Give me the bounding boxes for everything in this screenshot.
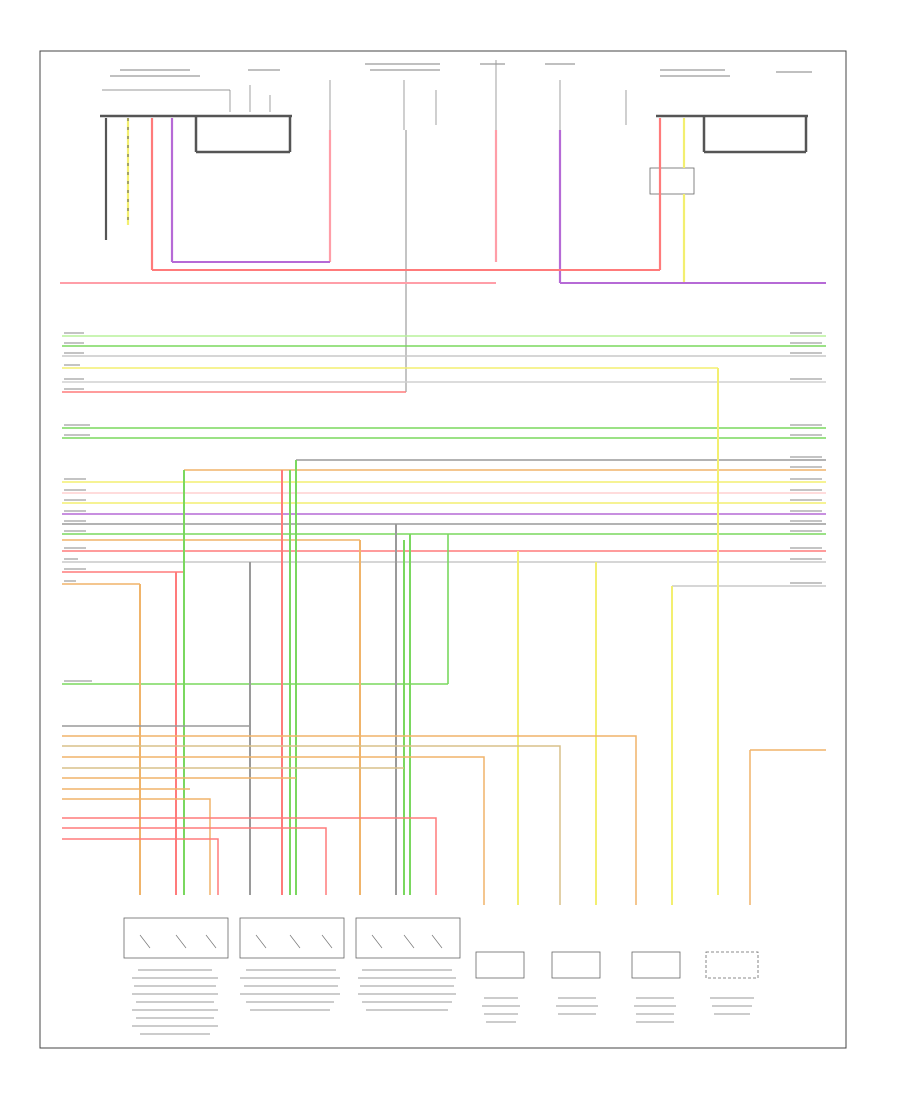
top-left-connector-block (100, 85, 292, 154)
top-label-strokes (110, 63, 812, 77)
bus-left-labels (64, 332, 92, 682)
diagram-frame (39, 50, 847, 1049)
top-right-relay-box (649, 167, 695, 195)
component-sensor-2 (551, 951, 601, 979)
component-center-left-seat-module (239, 917, 345, 959)
top-vertical-wires (104, 118, 686, 392)
top-power-wires (60, 261, 826, 284)
component-sensor-4 (705, 951, 759, 979)
component-sensor-3 (631, 951, 681, 979)
top-right-connector-block (649, 114, 808, 195)
component-center-right-seat-module (355, 917, 461, 959)
bus-right-labels (790, 332, 822, 584)
lower-feed-wires (62, 725, 826, 905)
component-left-seat-module (123, 917, 229, 959)
component-sensor-1 (475, 951, 525, 979)
drop-wires (139, 368, 719, 905)
bus-lines (62, 335, 826, 685)
bottom-label-strokes (132, 969, 754, 1035)
top-fuses (329, 60, 627, 130)
